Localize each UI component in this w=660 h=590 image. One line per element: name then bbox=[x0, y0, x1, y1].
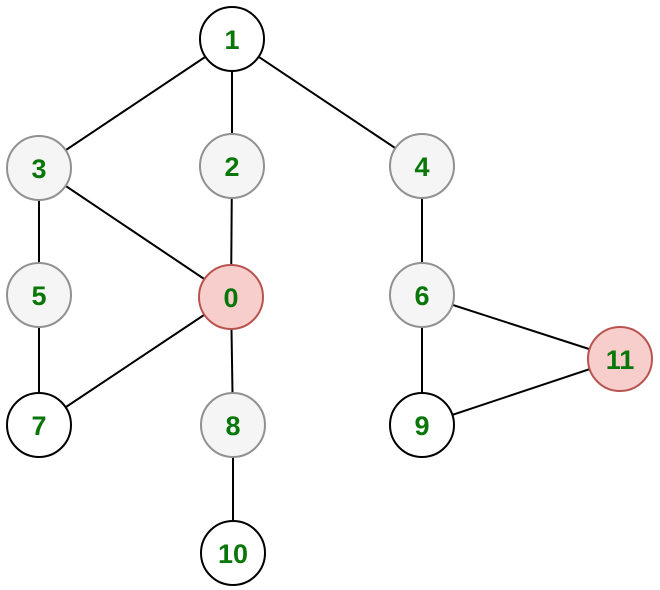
node-0-circle bbox=[198, 264, 264, 330]
node-3: 3 bbox=[6, 135, 72, 201]
node-11-label: 11 bbox=[606, 345, 635, 375]
edge-6-11 bbox=[421, 294, 621, 360]
node-6: 6 bbox=[389, 262, 455, 328]
edge-9-11 bbox=[421, 358, 621, 426]
node-3-circle bbox=[6, 135, 72, 201]
node-10-label: 10 bbox=[218, 539, 248, 569]
node-3-label: 3 bbox=[31, 154, 46, 184]
node-6-circle bbox=[389, 262, 455, 328]
node-5-circle bbox=[6, 262, 72, 328]
node-10: 10 bbox=[200, 520, 266, 586]
node-5: 5 bbox=[6, 262, 72, 328]
node-7-circle bbox=[6, 392, 72, 458]
node-1: 1 bbox=[199, 6, 265, 72]
node-9: 9 bbox=[389, 392, 455, 458]
edge-3-0 bbox=[38, 167, 232, 298]
node-4-circle bbox=[389, 133, 455, 199]
node-2: 2 bbox=[199, 133, 265, 199]
node-8-circle bbox=[200, 392, 266, 458]
node-0: 0 bbox=[198, 264, 264, 330]
node-7-label: 7 bbox=[31, 411, 46, 441]
node-4: 4 bbox=[389, 133, 455, 199]
node-11-circle bbox=[587, 326, 653, 392]
node-2-circle bbox=[199, 133, 265, 199]
node-6-label: 6 bbox=[414, 281, 429, 311]
node-8-label: 8 bbox=[225, 411, 240, 441]
node-1-circle bbox=[199, 6, 265, 72]
node-5-label: 5 bbox=[31, 281, 46, 311]
node-7: 7 bbox=[6, 392, 72, 458]
node-11: 11 bbox=[587, 326, 653, 392]
node-9-circle bbox=[389, 392, 455, 458]
node-4-label: 4 bbox=[414, 152, 429, 182]
node-2-label: 2 bbox=[224, 152, 239, 182]
node-10-circle bbox=[200, 520, 266, 586]
node-8: 8 bbox=[200, 392, 266, 458]
node-9-label: 9 bbox=[414, 411, 429, 441]
edge-1-3 bbox=[38, 38, 233, 169]
edge-0-7 bbox=[38, 296, 232, 426]
node-1-label: 1 bbox=[224, 25, 239, 55]
edge-1-4 bbox=[231, 38, 423, 167]
node-0-label: 0 bbox=[223, 283, 238, 313]
